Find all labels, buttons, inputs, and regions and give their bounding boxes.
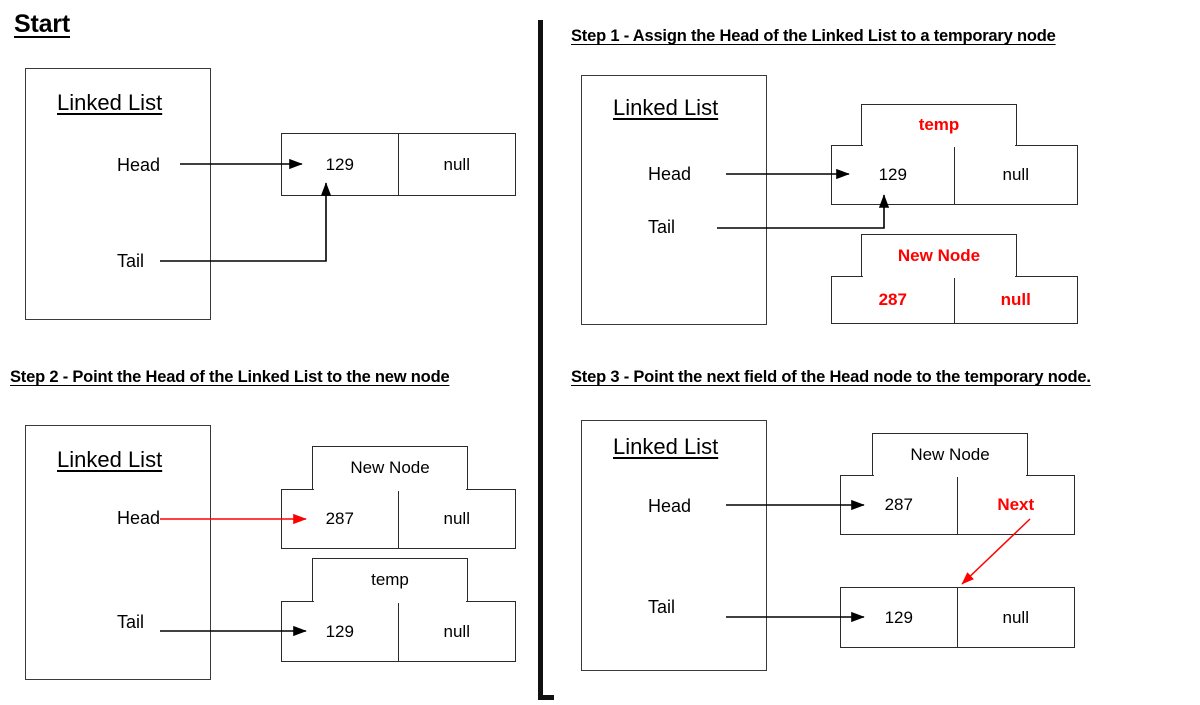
tail-label-step1: Tail bbox=[648, 217, 676, 237]
node-next-cell: null bbox=[1000, 290, 1031, 309]
panel-title-step3: Step 3 - Point the next field of the Hea… bbox=[571, 368, 1091, 386]
linked-list-title-step2: Linked List bbox=[57, 447, 163, 472]
head-label-step1: Head bbox=[648, 164, 692, 184]
node-next-cell: Next bbox=[997, 495, 1035, 514]
node-start-0: 129 null bbox=[281, 133, 516, 196]
node-step1-1: 287 null bbox=[831, 276, 1078, 324]
node-next-cell: null bbox=[1002, 165, 1029, 184]
node-value-cell: 287 bbox=[282, 490, 399, 548]
linked-list-box-step3 bbox=[581, 420, 767, 671]
head-label-start: Head bbox=[117, 155, 161, 175]
head-label-step2: Head bbox=[117, 508, 161, 528]
tail-label-start: Tail bbox=[117, 251, 145, 271]
node-step3-0: 287 Next bbox=[840, 475, 1075, 535]
node-tag-label: New Node bbox=[897, 245, 981, 265]
tail-label-step2: Tail bbox=[117, 612, 145, 632]
node-next-cell: null bbox=[443, 621, 470, 641]
node-next-cell: null bbox=[443, 509, 470, 528]
node-value-cell: 129 bbox=[841, 588, 958, 647]
node-value-cell: 129 bbox=[282, 134, 399, 195]
panel-title-start: Start bbox=[14, 10, 70, 38]
node-value-cell: 129 bbox=[832, 146, 955, 204]
panel-title-step1: Step 1 - Assign the Head of the Linked L… bbox=[571, 27, 1056, 45]
node-tag-step3-0: New Node bbox=[872, 433, 1028, 476]
linked-list-title-start: Linked List bbox=[57, 90, 163, 115]
node-tag-label: temp bbox=[371, 570, 409, 589]
node-value-cell: 287 bbox=[832, 277, 955, 323]
node-tag-step2-0: New Node bbox=[312, 446, 468, 490]
head-label-step3: Head bbox=[648, 496, 692, 516]
node-value-cell: 129 bbox=[282, 602, 399, 661]
tag-seam-mask bbox=[314, 599, 466, 603]
vertical-divider-foot bbox=[538, 695, 554, 700]
node-tag-label: New Node bbox=[910, 444, 990, 464]
node-tag-step1-1: New Node bbox=[861, 234, 1017, 277]
node-tag-step2-1: temp bbox=[312, 558, 468, 602]
panel-title-step2: Step 2 - Point the Head of the Linked Li… bbox=[10, 368, 450, 386]
node-step3-1: 129 null bbox=[840, 587, 1075, 648]
tag-seam-mask bbox=[863, 143, 1015, 147]
node-value-cell: 287 bbox=[841, 476, 958, 534]
node-step2-0: 287 null bbox=[281, 489, 516, 549]
node-tag-label: temp bbox=[918, 115, 960, 134]
node-next-cell: null bbox=[1002, 607, 1029, 627]
node-step1-0: 129 null bbox=[831, 145, 1078, 205]
node-step2-1: 129 null bbox=[281, 601, 516, 662]
tag-seam-mask bbox=[863, 274, 1015, 278]
tag-seam-mask bbox=[874, 473, 1026, 477]
node-next-cell: null bbox=[443, 154, 470, 174]
node-tag-step1-0: temp bbox=[861, 104, 1017, 146]
linked-list-title-step3: Linked List bbox=[613, 434, 719, 459]
linked-list-box-step2 bbox=[25, 425, 211, 680]
linked-list-title-step1: Linked List bbox=[613, 95, 719, 120]
vertical-divider bbox=[538, 20, 543, 700]
tail-label-step3: Tail bbox=[648, 597, 676, 617]
tag-seam-mask bbox=[314, 487, 466, 491]
node-tag-label: New Node bbox=[350, 458, 430, 477]
